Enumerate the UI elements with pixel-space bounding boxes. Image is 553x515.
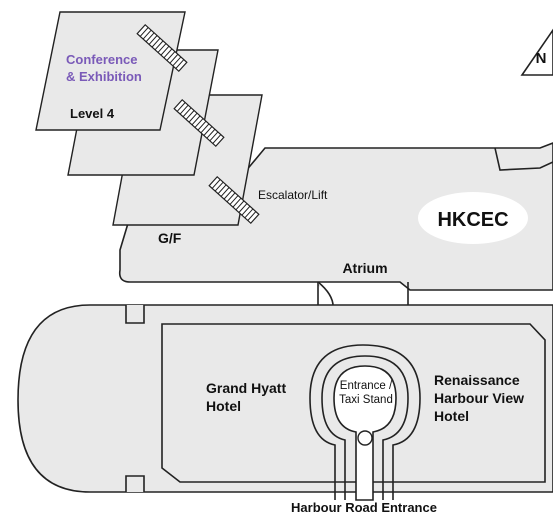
north-arrow-label: N [536,50,547,67]
conference-label-line1: Conference [66,52,138,67]
hkcec-label: HKCEC [437,209,508,231]
escalator-bottom-icon [208,175,260,225]
gf-label: G/F [158,230,182,246]
north-arrow-icon: N [520,28,553,76]
hotel-block-notch-top [125,305,145,324]
harbour-road-entrance-label: Harbour Road Entrance [291,500,437,515]
renaissance-label-line3: Hotel [434,408,469,424]
hotel-block-notch-bottom [125,475,145,492]
escalator-lift-label: Escalator/Lift [258,188,328,202]
grand-hyatt-label-line1: Grand Hyatt [206,380,286,396]
escalator-middle-icon [173,98,225,148]
hkcec-building [118,142,553,291]
entrance-road-stem-node [357,430,373,446]
entrance-road-mid [321,355,409,500]
entrance-label-line2: Taxi Stand [339,394,393,406]
grand-hyatt-label-line2: Hotel [206,398,241,414]
entrance-label-line1: Entrance / [340,380,393,392]
conference-label-line2: & Exhibition [66,69,142,84]
level4-label: Level 4 [70,106,115,121]
escalator-top-icon [136,23,188,73]
hkcec-label-oval [418,192,528,244]
entrance-road-outer [309,344,421,500]
atrium-label: Atrium [342,260,387,276]
renaissance-label-line1: Renaissance [434,372,520,388]
renaissance-label-line2: Harbour View [434,390,524,406]
hkcec-roof-notch [494,147,553,171]
